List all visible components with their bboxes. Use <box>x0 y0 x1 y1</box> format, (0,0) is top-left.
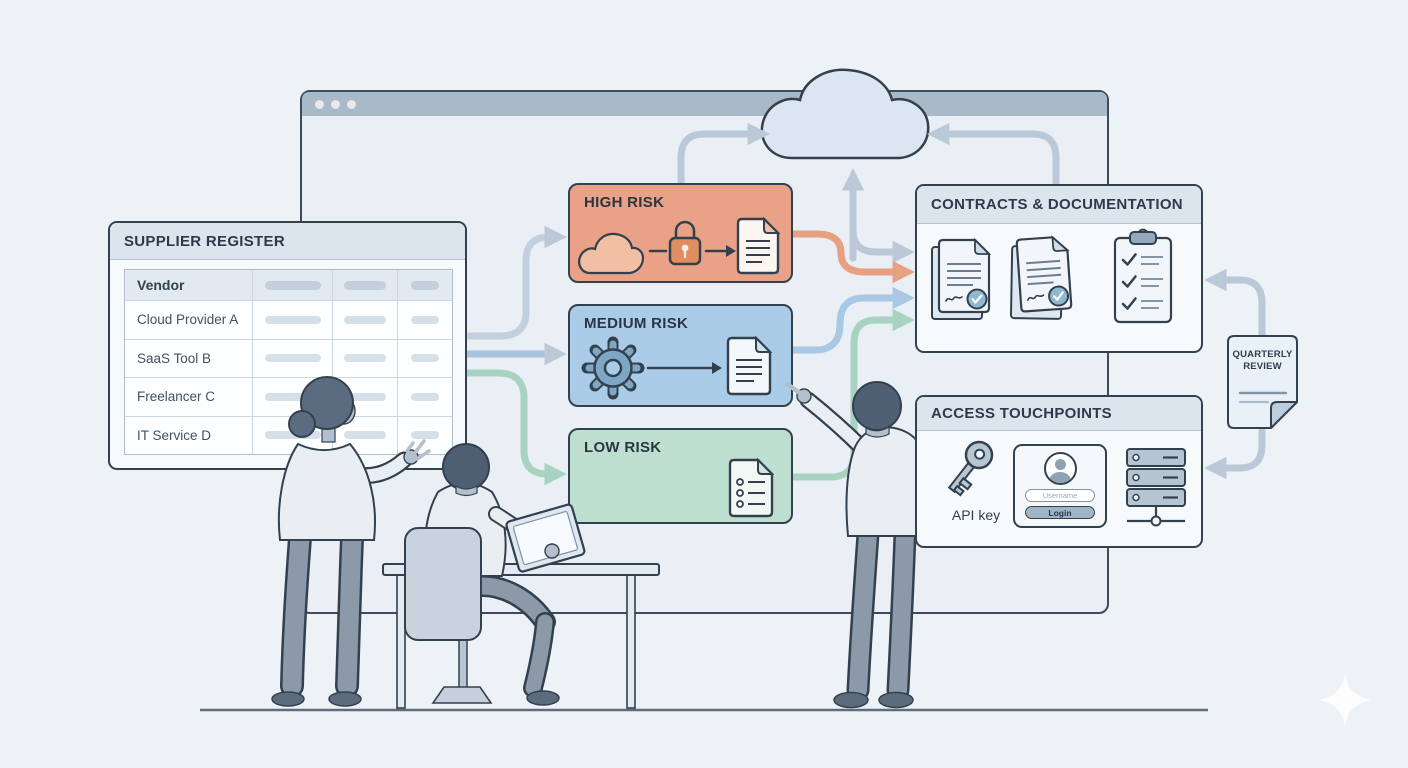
cell-placeholder <box>332 416 397 454</box>
low-risk-icons <box>728 457 775 518</box>
user-avatar-icon <box>1043 452 1077 485</box>
login-button-label: Login <box>1048 507 1072 518</box>
cell-placeholder <box>252 301 332 339</box>
cell-placeholder <box>252 416 332 454</box>
supplier-register-panel: SUPPLIER REGISTER Vendor Cloud Provider … <box>108 221 467 470</box>
cell-placeholder <box>397 416 452 454</box>
low-risk-box: LOW RISK <box>568 428 793 524</box>
document-icon <box>736 216 781 275</box>
window-control-dot <box>347 99 356 109</box>
document-icon <box>726 335 773 396</box>
table-row: SaaS Tool B <box>125 338 452 377</box>
signed-document-icon <box>931 237 992 320</box>
sparkle-decoration <box>1319 674 1371 726</box>
cell-placeholder <box>252 378 332 416</box>
login-button[interactable]: Login <box>1025 506 1095 519</box>
contracts-icons <box>931 228 1173 324</box>
access-title: ACCESS TOUCHPOINTS <box>931 405 1112 422</box>
contracts-title: CONTRACTS & DOCUMENTATION <box>931 196 1183 213</box>
api-key-label: API key <box>951 507 1001 523</box>
checklist-document-icon <box>728 457 775 518</box>
access-icons <box>947 440 1186 527</box>
medium-risk-icons <box>581 335 773 400</box>
cell-placeholder <box>397 339 452 377</box>
arrow-review-to-access <box>1204 425 1266 480</box>
cloud-icon <box>578 232 645 275</box>
arrow-icon <box>646 362 722 374</box>
table-row: Freelancer C <box>125 377 452 416</box>
cell-placeholder <box>397 301 452 339</box>
quarterly-review-label: QUARTERLY REVIEW <box>1232 349 1293 372</box>
vendor-column-header: Vendor <box>137 277 185 293</box>
browser-titlebar <box>302 92 1107 116</box>
high-risk-box: HIGH RISK <box>568 183 793 283</box>
access-touchpoints-panel: ACCESS TOUCHPOINTS <box>915 395 1203 548</box>
contracts-header: CONTRACTS & DOCUMENTATION <box>917 186 1201 224</box>
window-control-dot <box>315 99 324 109</box>
arrow-review-to-contracts <box>1204 268 1266 340</box>
cell-placeholder <box>332 301 397 339</box>
login-card: Login <box>1013 444 1107 528</box>
table-row: Cloud Provider A <box>125 300 452 339</box>
window-control-dot <box>331 99 340 109</box>
arrow-icon <box>704 245 736 257</box>
gear-icon <box>581 336 645 400</box>
vendor-name: SaaS Tool B <box>137 350 212 366</box>
vendor-name: Cloud Provider A <box>137 312 239 328</box>
vendor-name: IT Service D <box>137 427 212 443</box>
api-key-icon <box>947 440 994 497</box>
supplier-table: Vendor Cloud Provider A SaaS Tool B Free… <box>124 269 453 455</box>
signed-document-icon <box>1010 235 1073 320</box>
cell-placeholder <box>252 339 332 377</box>
low-risk-label: LOW RISK <box>584 439 662 456</box>
username-input[interactable] <box>1025 489 1095 502</box>
table-header-row: Vendor <box>125 270 452 300</box>
lock-icon <box>668 220 702 266</box>
supplier-register-header: SUPPLIER REGISTER <box>110 223 465 260</box>
table-row: IT Service D <box>125 415 452 454</box>
supplier-register-title: SUPPLIER REGISTER <box>124 232 285 250</box>
vendor-name: Freelancer C <box>137 389 216 405</box>
high-risk-icons <box>578 216 781 275</box>
medium-risk-label: MEDIUM RISK <box>584 315 689 332</box>
office-chair <box>431 635 493 704</box>
cell-placeholder <box>397 378 452 416</box>
high-risk-label: HIGH RISK <box>584 194 665 211</box>
column-placeholder <box>397 270 452 300</box>
cell-placeholder <box>332 339 397 377</box>
server-icon <box>1126 448 1186 527</box>
clipboard-checklist-icon <box>1113 228 1173 324</box>
column-placeholder <box>332 270 397 300</box>
column-placeholder <box>252 270 332 300</box>
contracts-documentation-panel: CONTRACTS & DOCUMENTATION <box>915 184 1203 353</box>
medium-risk-box: MEDIUM RISK <box>568 304 793 407</box>
access-header: ACCESS TOUCHPOINTS <box>917 397 1201 431</box>
cell-placeholder <box>332 378 397 416</box>
